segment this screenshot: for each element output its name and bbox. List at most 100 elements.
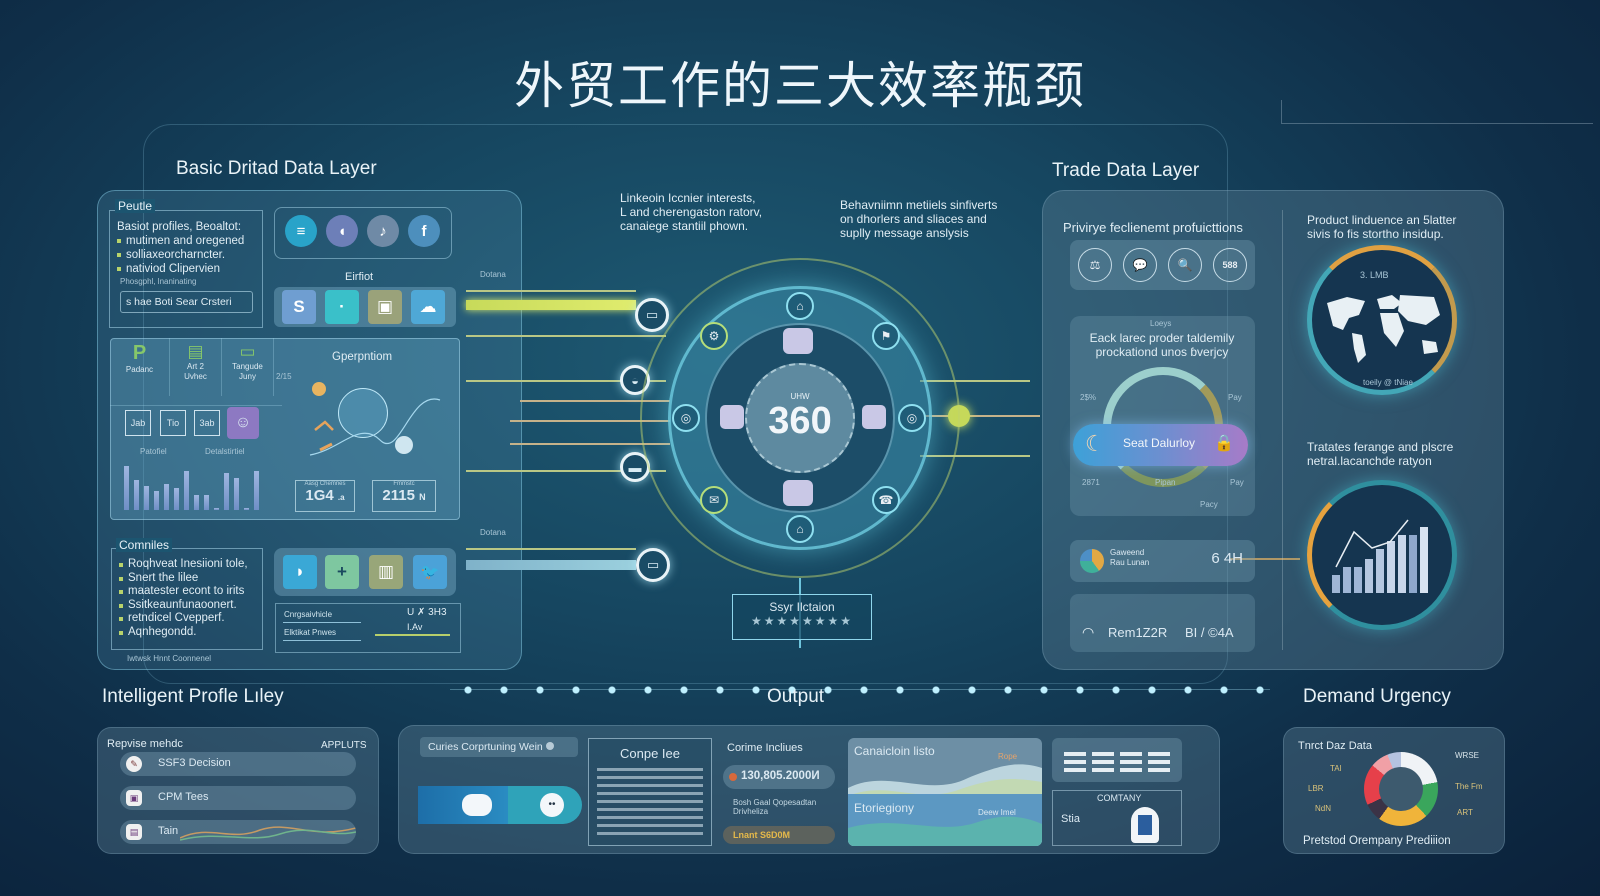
user-avatar-icon[interactable]: ☺ [227,407,259,439]
side-tag-top: Dotana [480,270,506,279]
doc-preview[interactable]: Conpe Iee [588,738,712,846]
scale-icon[interactable]: ⚖ [1078,248,1112,282]
mini-stat-value: U ✗ 3H3 [407,607,447,618]
hub-icon-left[interactable]: ◎ [672,404,700,432]
table-lines [1064,750,1172,772]
demand-label: NdN [1315,804,1332,813]
donut-label: Pipan [1155,478,1176,487]
window-icon[interactable]: ▣ [368,290,402,324]
demand-card-title: Tnrct Daz Data [1298,740,1372,752]
timeline-dots [450,685,1270,695]
basic-data-panel [97,190,522,670]
hub-icon-bottom[interactable]: ⌂ [786,515,814,543]
hub-value: 360 [768,400,832,442]
profile-box [109,210,263,328]
hub-icon-bl[interactable]: ✉ [700,486,728,514]
stack-icon[interactable]: S [282,290,316,324]
area-chart-card[interactable]: Canaicloin listo Rope Etoriegiony Deew I… [848,738,1042,846]
hub-icon-tr[interactable]: ⚑ [872,322,900,350]
node-device-icon[interactable]: ▭ [636,548,670,582]
profile-bullet: nativiod Clipervien [117,262,262,276]
demand-label: WRSE [1455,751,1479,760]
badge-icon[interactable]: 588 [1213,248,1247,282]
comment-bullet: Snert the lilee [119,572,264,586]
seat-pill-button[interactable]: ☾ Seat Dalurloy 🔒 [1073,424,1248,466]
globe-graphic [338,388,388,438]
hub-icon-top[interactable]: ⌂ [786,292,814,320]
connector-line [1230,558,1300,560]
map-title: Product linduence an 5latter sivis fo fi… [1307,213,1457,241]
profile-row-tain[interactable]: ▤ Tain [120,820,356,844]
connector-highlight [466,560,636,570]
comment-bullet: Roqhveat Inesiioni tole, [119,558,264,572]
connector-line [510,443,670,445]
donut-label: Pay [1230,478,1244,487]
speech-icon[interactable]: 💬 [1123,248,1157,282]
demand-label: TAl [1330,764,1342,773]
node-laptop-icon[interactable]: ▭ [635,298,669,332]
stat-card-1: Aasg Chemnes 1G4 .a [295,480,355,512]
profile-row-decision[interactable]: ✎ SSF3 Decision [120,752,356,776]
hub-inner-icon [862,405,886,429]
hub-icon-right[interactable]: ◎ [898,404,926,432]
facebook-icon[interactable]: f [408,215,440,247]
donut-title: Eack larec proder taldemily prockationd … [1089,331,1235,359]
search-icon[interactable]: 🔍 [1168,248,1202,282]
toggle-switch[interactable]: •• [418,786,582,824]
comment-bullet: maatester econt to irits [119,585,264,599]
table-preview[interactable] [1052,738,1182,782]
connector-bracket [1281,100,1593,124]
plus-icon[interactable]: + [325,555,359,589]
rating-label: Ssyr Ilctaion [769,600,835,614]
growth-title: Tratates ferange and plscre netral.lacan… [1307,440,1454,468]
calendar-icon: ▣ [126,790,142,806]
doc-title: Conpe Iee [620,746,680,761]
donut-label: 2$% [1080,393,1097,402]
ops-tab-tangude[interactable]: ▭ Tangude Juny [222,338,274,396]
profile-bullet: solliaxeorcharncter. [117,248,262,262]
wave-graphic [309,398,441,456]
connector-line [466,470,666,472]
demand-footer: Pretstod Orempany Prediiion [1303,835,1451,847]
chip-3ab[interactable]: 3ab [194,410,220,436]
metric-value-pill: 130,805.2000И [723,765,835,789]
company-card[interactable]: COMTANY Stia [1052,790,1182,846]
divider [283,622,361,623]
chart-label-left: Patofiel [140,447,167,456]
world-map-icon [1327,295,1440,363]
chat-icon[interactable]: ☁ [411,290,445,324]
profile-card-header-right: APPLUTS [321,740,367,751]
lock-icon: 🔒 [1214,435,1234,452]
shield-icon[interactable]: ◖ [326,215,358,247]
growth-line [1335,519,1409,568]
chart-icon[interactable]: ▥ [369,555,403,589]
map-top-label: 3. LMB [1360,270,1389,280]
connector-line [466,548,636,550]
chart-label-right: Detalstirtiel [205,447,245,456]
chip-jab[interactable]: Jab [125,410,151,436]
map-bottom-label: toeily @ tNiae [1363,378,1413,387]
demand-label: The Fm [1455,782,1483,791]
ops-tab-padanc[interactable]: P Padanc [110,338,170,396]
eirfiot-label: Eirfiot [345,271,374,283]
area-chart-title: Canaicloin listo [854,744,935,758]
music-icon[interactable]: ♪ [367,215,399,247]
hub-icon-tl[interactable]: ⚙ [700,322,728,350]
profile-box-label: Peutle [115,199,156,213]
twitter-icon[interactable]: 🐦 [413,555,447,589]
ops-bar-chart [124,460,264,510]
database-icon[interactable]: ≡ [285,215,317,247]
connector-line [920,415,1040,417]
donut-label: Pacy [1200,500,1218,509]
profile-row-cpm[interactable]: ▣ CPM Tees [120,786,356,810]
profile-search-button[interactable]: s hae Boti Sear Crsteri [120,291,253,313]
hub-icon-br[interactable]: ☎ [872,486,900,514]
bird-icon[interactable]: ◗ [283,555,317,589]
note-right: Behavniimn metiiels sinfiverts on dhorle… [840,198,998,240]
rem-card: ◠ Rem1Z2R BI / ©4A [1070,594,1255,652]
outer-frame [143,124,1228,684]
chip-tio[interactable]: Tio [160,410,186,436]
ops-tab-art[interactable]: ▤ Art 2 Uvhec [170,338,222,396]
metric-sub: Bosh Gaal Qopesadtan Drivheliza [733,798,817,816]
dot-icon[interactable]: · [325,290,359,324]
